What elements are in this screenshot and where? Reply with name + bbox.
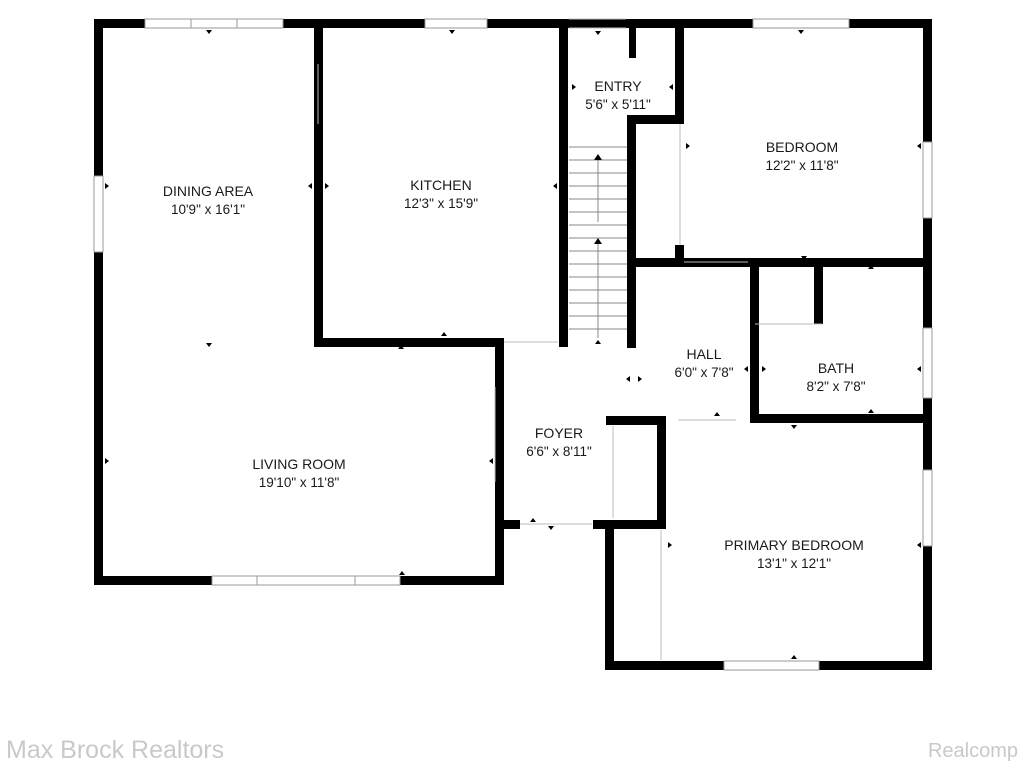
windows bbox=[93, 18, 933, 671]
room-dimensions: 19'10" x 11'8" bbox=[259, 475, 340, 490]
room-name: BEDROOM bbox=[766, 139, 838, 155]
room-name: BATH bbox=[818, 360, 854, 376]
room-dimensions: 13'1" x 12'1" bbox=[757, 556, 831, 571]
room-living: LIVING ROOM 19'10" x 11'8" bbox=[252, 456, 345, 490]
dimension-ticks bbox=[105, 30, 921, 659]
room-dimensions: 10'9" x 16'1" bbox=[171, 202, 245, 217]
room-primary-bedroom: PRIMARY BEDROOM 13'1" x 12'1" bbox=[724, 537, 864, 571]
room-name: HALL bbox=[686, 346, 721, 362]
room-bath: BATH 8'2" x 7'8" bbox=[806, 360, 865, 394]
room-kitchen: KITCHEN 12'3" x 15'9" bbox=[404, 177, 478, 211]
stair-arrows bbox=[594, 154, 602, 244]
room-dimensions: 8'2" x 7'8" bbox=[806, 379, 865, 394]
room-entry: ENTRY 5'6" x 5'11" bbox=[585, 78, 651, 112]
room-dimensions: 6'0" x 7'8" bbox=[674, 365, 733, 380]
room-name: DINING AREA bbox=[163, 183, 254, 199]
staircase bbox=[569, 146, 627, 338]
door-openings bbox=[317, 18, 822, 660]
room-dimensions: 6'6" x 8'11" bbox=[526, 444, 592, 459]
room-dimensions: 12'2" x 11'8" bbox=[765, 158, 838, 173]
room-hall: HALL 6'0" x 7'8" bbox=[674, 346, 733, 380]
room-dining: DINING AREA 10'9" x 16'1" bbox=[163, 183, 254, 217]
room-name: FOYER bbox=[535, 425, 583, 441]
room-dimensions: 5'6" x 5'11" bbox=[585, 97, 651, 112]
room-name: LIVING ROOM bbox=[252, 456, 345, 472]
room-name: KITCHEN bbox=[410, 177, 471, 193]
room-bedroom: BEDROOM 12'2" x 11'8" bbox=[765, 139, 838, 173]
watermark-left: Max Brock Realtors bbox=[6, 736, 225, 764]
room-name: PRIMARY BEDROOM bbox=[724, 537, 864, 553]
walls bbox=[94, 19, 932, 670]
room-dimensions: 12'3" x 15'9" bbox=[404, 196, 478, 211]
watermark-right: Realcomp bbox=[927, 740, 1018, 762]
room-foyer: FOYER 6'6" x 8'11" bbox=[526, 425, 592, 459]
room-name: ENTRY bbox=[594, 78, 642, 94]
